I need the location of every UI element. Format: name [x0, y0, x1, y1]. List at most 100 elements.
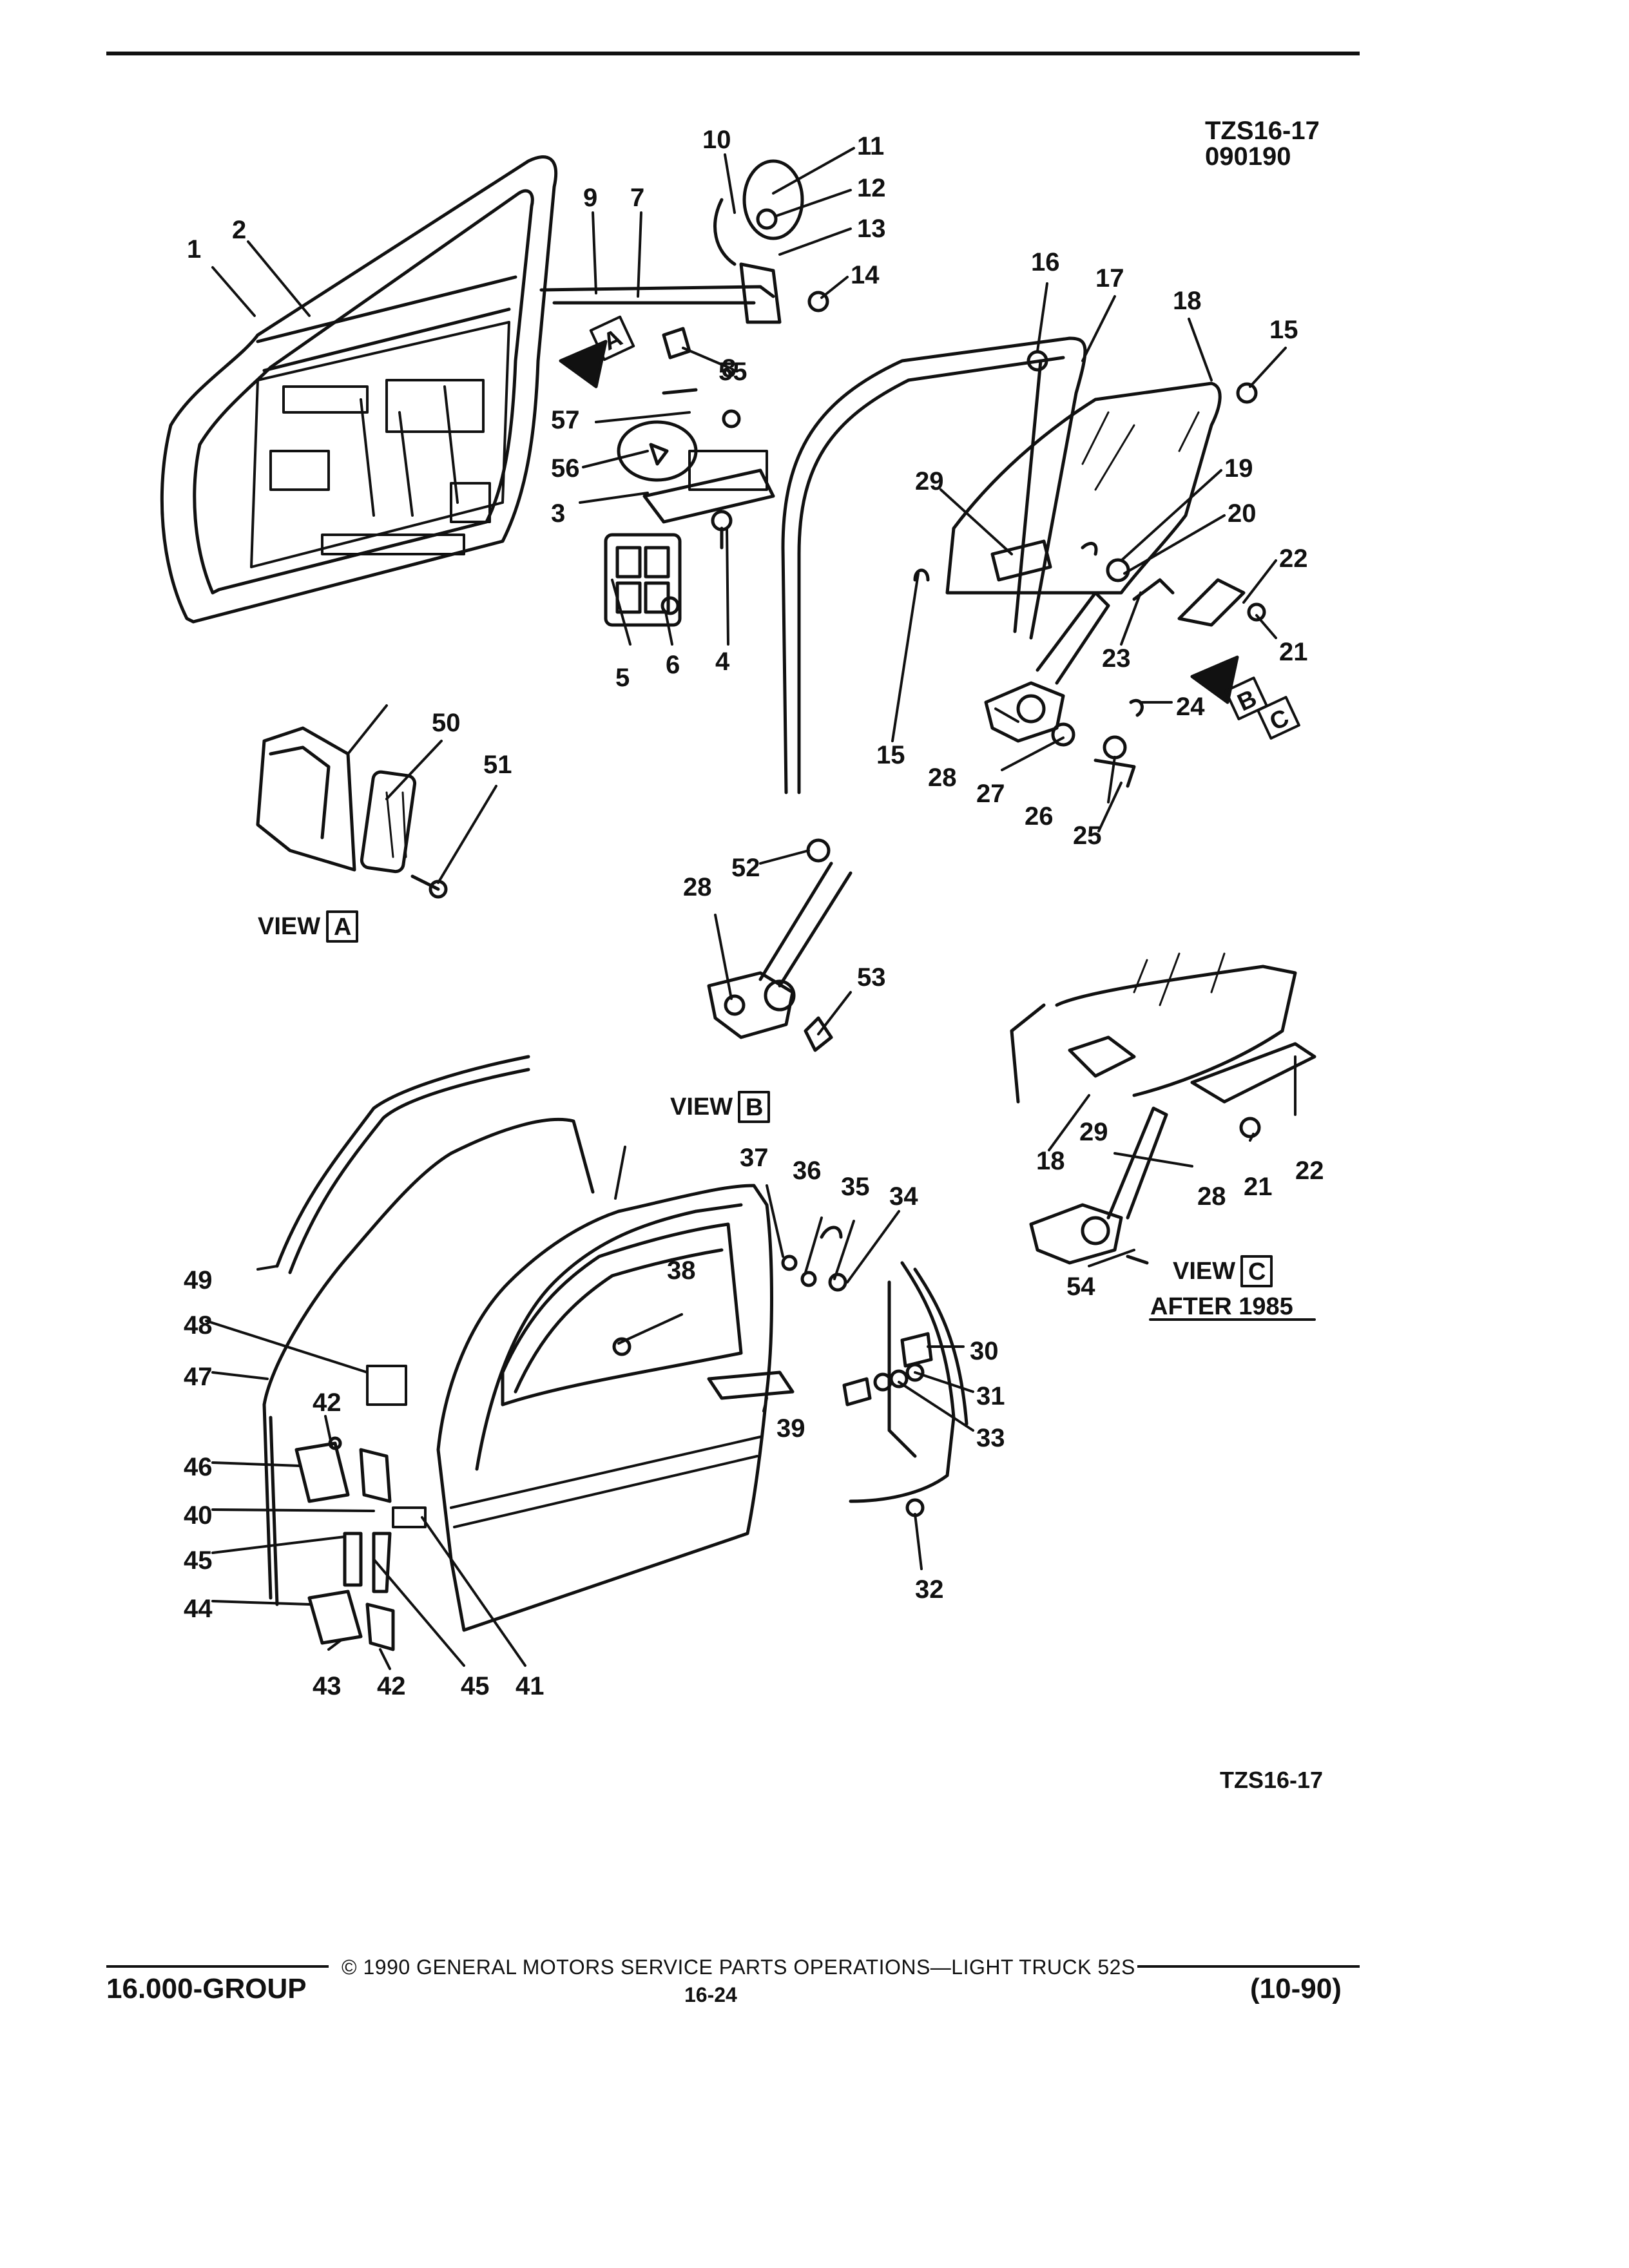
footer-page-number: 16-24 [684, 1983, 737, 2006]
callout-10: 10 [702, 126, 731, 154]
callout-29-a: 29 [915, 467, 944, 495]
footer-rule-left [106, 1965, 329, 1968]
callout-27: 27 [976, 780, 1005, 808]
callout-19: 19 [1224, 454, 1253, 483]
callout-38: 38 [667, 1256, 696, 1285]
callout-45-a: 45 [184, 1546, 213, 1575]
callout-46: 46 [184, 1453, 213, 1481]
door-inner-panel [160, 155, 558, 624]
callout-53: 53 [857, 963, 886, 992]
callout-40: 40 [184, 1501, 213, 1530]
view-bc-arrow-letter-c: C [1266, 704, 1293, 736]
callout-30: 30 [970, 1337, 999, 1365]
door-weatherstrip [262, 1055, 595, 1606]
callout-49: 49 [184, 1266, 213, 1294]
callout-14: 14 [851, 261, 880, 289]
callout-7: 7 [630, 184, 644, 212]
callout-57: 57 [551, 406, 580, 434]
callout-8: 8 [722, 354, 736, 383]
footer-copyright: © 1990 GENERAL MOTORS SERVICE PARTS OPER… [342, 1956, 1135, 1979]
callout-13: 13 [857, 215, 886, 243]
callout-42-a: 42 [313, 1389, 342, 1417]
callout-15-b: 15 [876, 741, 905, 769]
callout-47: 47 [184, 1363, 213, 1391]
callout-33: 33 [976, 1424, 1005, 1452]
inside-handle-bezel [604, 533, 682, 627]
callout-23: 23 [1102, 644, 1131, 673]
callout-28-a: 28 [928, 764, 957, 792]
callout-56: 56 [551, 454, 580, 483]
callout-28-c: 28 [1197, 1182, 1226, 1211]
callout-52: 52 [731, 854, 760, 882]
callout-2: 2 [232, 216, 246, 244]
door-outer-shell [436, 1184, 795, 1632]
figure-code: TZS16-17 [1205, 117, 1320, 145]
lock-pillar-striker [781, 1225, 969, 1517]
callout-43: 43 [313, 1672, 342, 1700]
door-window-glass [945, 350, 1222, 595]
callout-17: 17 [1095, 264, 1124, 293]
door-hinges [294, 1365, 427, 1651]
arrow-a: A [559, 315, 635, 389]
callout-1: 1 [187, 235, 201, 264]
callout-4: 4 [715, 648, 730, 676]
glass-run-channel [781, 336, 1087, 794]
callout-34: 34 [889, 1182, 918, 1211]
footer-group: 16.000-GROUP [106, 1973, 307, 2004]
footer-rule-right [1137, 1965, 1360, 1968]
view-a-caption: VIEW [258, 913, 320, 940]
footer-revision-date: (10-90) [1250, 1973, 1342, 2004]
callout-9: 9 [583, 184, 597, 212]
callout-18-b: 18 [1036, 1147, 1065, 1175]
view-bc-arrow-letter-b: B [1233, 685, 1261, 717]
callout-32: 32 [915, 1575, 944, 1604]
callout-36: 36 [793, 1157, 822, 1185]
view-c-letter: C [1248, 1258, 1266, 1285]
view-a-letter: A [334, 914, 351, 941]
callout-6: 6 [666, 651, 680, 679]
view-captions: VIEW A VIEW B VIEW C AFTER 1985 [258, 910, 1316, 1321]
view-c-caption: VIEW [1173, 1258, 1235, 1285]
callout-21-a: 21 [1279, 638, 1308, 666]
callout-24: 24 [1176, 693, 1205, 721]
callout-44: 44 [184, 1595, 213, 1623]
callout-25: 25 [1073, 822, 1102, 850]
callout-45-b: 45 [461, 1672, 490, 1700]
callout-11: 11 [857, 132, 884, 160]
callout-16: 16 [1031, 248, 1060, 276]
view-a-detail [256, 726, 448, 899]
callout-39: 39 [776, 1414, 805, 1443]
view-b-letter: B [746, 1094, 763, 1121]
callout-20: 20 [1228, 499, 1257, 528]
callout-15-a: 15 [1269, 316, 1298, 344]
callout-21-b: 21 [1244, 1173, 1273, 1201]
callout-51: 51 [483, 751, 512, 779]
callout-28-b: 28 [683, 873, 712, 901]
view-c-detail [1010, 952, 1316, 1265]
callout-41: 41 [516, 1672, 545, 1700]
callout-54: 54 [1066, 1273, 1095, 1301]
callout-3: 3 [551, 499, 565, 528]
callout-5: 5 [615, 664, 630, 692]
callout-leaders [205, 147, 1296, 1670]
window-regulator [913, 382, 1266, 788]
callout-26: 26 [1025, 802, 1054, 831]
callout-37: 37 [740, 1144, 769, 1172]
callout-numbers: 1 2 3 4 5 6 7 8 9 10 11 12 13 14 15 15 1… [184, 126, 1324, 1700]
figure-code-bottom: TZS16-17 [1220, 1767, 1324, 1793]
view-b-detail [707, 838, 853, 1052]
callout-12: 12 [857, 174, 886, 202]
figure-date: 090190 [1205, 142, 1291, 171]
callout-18-a: 18 [1173, 287, 1202, 315]
callout-42-b: 42 [377, 1672, 406, 1700]
after-1985-caption: AFTER 1985 [1150, 1293, 1293, 1320]
top-rule [106, 52, 1360, 55]
callout-35: 35 [841, 1173, 870, 1201]
lock-rod-assembly [539, 159, 829, 550]
callout-31: 31 [976, 1382, 1005, 1410]
callout-29-b: 29 [1079, 1118, 1108, 1146]
callout-50: 50 [432, 709, 461, 737]
callout-22-a: 22 [1279, 544, 1308, 573]
